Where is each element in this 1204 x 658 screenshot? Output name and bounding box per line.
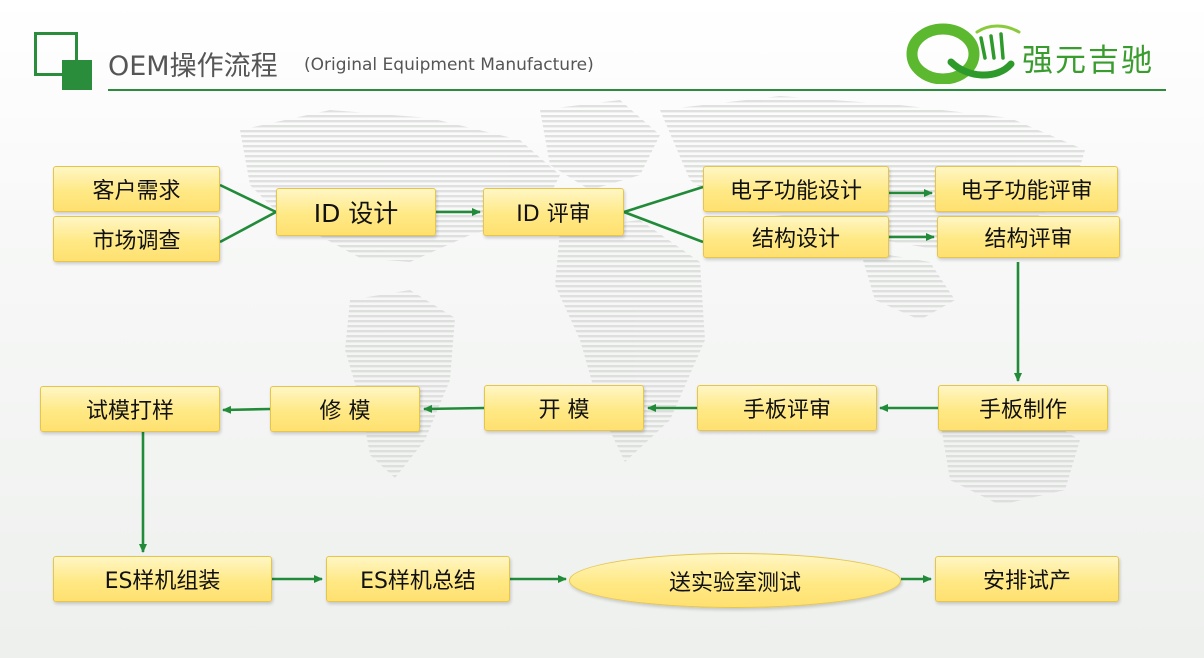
- connector-review-to-structure: [623, 210, 704, 244]
- node-id-review: ID 评审: [483, 188, 624, 236]
- node-electronic-review: 电子功能评审: [935, 166, 1118, 212]
- node-prototype-making: 手板制作: [938, 385, 1108, 431]
- node-lab-testing: 送实验室测试: [569, 553, 901, 608]
- page-title: OEM操作流程: [108, 51, 278, 82]
- node-mold-opening: 开 模: [484, 385, 644, 431]
- connector-research-to-id: [219, 210, 277, 244]
- page-subtitle: (Original Equipment Manufacture): [304, 55, 594, 75]
- connector-review-to-electronic: [623, 185, 704, 214]
- connector-demand-to-id: [219, 183, 277, 214]
- node-es-summary: ES样机总结: [326, 556, 510, 602]
- node-trial-production: 安排试产: [935, 556, 1119, 602]
- node-customer-demand: 客户需求: [53, 166, 220, 212]
- node-mold-repair: 修 模: [270, 386, 420, 432]
- arrow-mold-to-repair: [423, 404, 485, 413]
- node-structure-review: 结构评审: [937, 216, 1120, 258]
- node-trial-molding: 试模打样: [40, 386, 220, 432]
- node-structure-design: 结构设计: [703, 216, 889, 258]
- company-logo-icon: [906, 23, 1021, 84]
- arrow-repair-to-trial: [222, 405, 271, 414]
- node-id-design: ID 设计: [276, 188, 436, 236]
- node-prototype-review: 手板评审: [697, 385, 877, 431]
- node-market-research: 市场调查: [53, 216, 220, 262]
- node-electronic-design: 电子功能设计: [703, 166, 889, 212]
- company-logo-text: 强元吉驰: [1022, 43, 1154, 79]
- node-es-assembly: ES样机组装: [53, 556, 272, 602]
- header-divider: [108, 89, 1166, 91]
- header-square-icon: [34, 32, 92, 90]
